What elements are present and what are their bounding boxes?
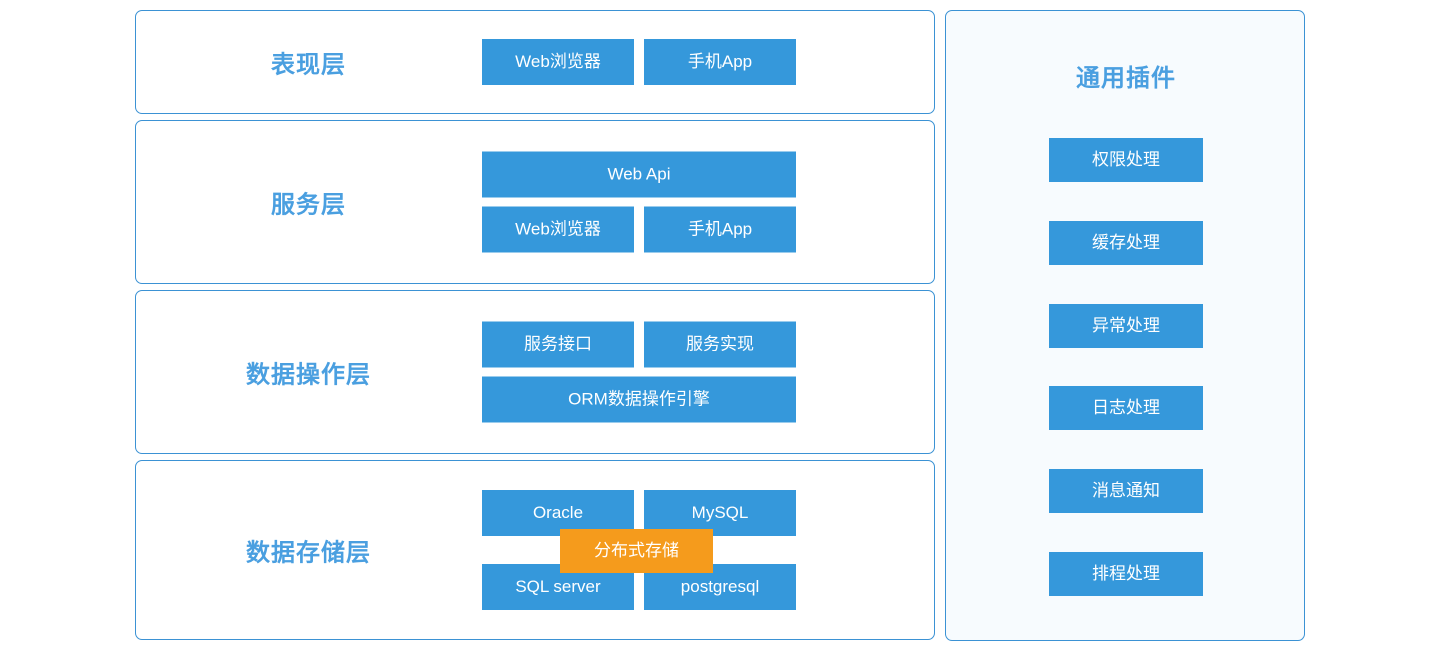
component-box[interactable]: Web浏览器	[482, 39, 634, 85]
distributed-storage-badge[interactable]: 分布式存储	[560, 529, 713, 573]
component-box[interactable]: 手机App	[644, 39, 796, 85]
layer-boxes: 服务接口 服务实现 ORM数据操作引擎	[482, 321, 807, 423]
component-box[interactable]: MySQL	[644, 490, 796, 536]
component-box[interactable]: 服务实现	[644, 321, 796, 368]
layer-presentation[interactable]: 表现层 Web浏览器 手机App	[135, 10, 935, 114]
layer-data-operation[interactable]: 数据操作层 服务接口 服务实现 ORM数据操作引擎	[135, 290, 935, 454]
plugin-item-log[interactable]: 日志处理	[1049, 386, 1203, 430]
box-row: Oracle MySQL	[482, 490, 807, 536]
component-box[interactable]: SQL server	[482, 564, 634, 610]
layer-boxes: Web浏览器 手机App	[482, 39, 807, 85]
plugin-item-message[interactable]: 消息通知	[1049, 469, 1203, 513]
plugin-item-schedule[interactable]: 排程处理	[1049, 552, 1203, 596]
component-box[interactable]: 服务接口	[482, 321, 634, 368]
plugin-panel: 通用插件 权限处理 缓存处理 异常处理 日志处理 消息通知 排程处理	[945, 10, 1305, 641]
layer-title: 服务层	[271, 191, 346, 219]
box-row: ORM数据操作引擎	[482, 376, 807, 423]
layer-title: 数据存储层	[246, 539, 371, 567]
plugin-item-exception[interactable]: 异常处理	[1049, 304, 1203, 348]
layer-title: 数据操作层	[246, 361, 371, 389]
box-row: Web Api	[482, 151, 807, 198]
plugin-item-cache[interactable]: 缓存处理	[1049, 221, 1203, 265]
component-box[interactable]: Oracle	[482, 490, 634, 536]
layer-boxes: Web Api Web浏览器 手机App	[482, 151, 807, 253]
box-row: Web浏览器 手机App	[482, 39, 807, 85]
layer-title: 表现层	[271, 51, 346, 79]
component-box[interactable]: Web Api	[482, 151, 796, 198]
box-row: SQL server postgresql	[482, 564, 807, 610]
box-row: 服务接口 服务实现	[482, 321, 807, 368]
layer-boxes: Oracle MySQL SQL server postgresql	[482, 490, 807, 610]
component-box[interactable]: 手机App	[644, 206, 796, 253]
component-box[interactable]: Web浏览器	[482, 206, 634, 253]
plugin-item-permission[interactable]: 权限处理	[1049, 138, 1203, 182]
component-box[interactable]: ORM数据操作引擎	[482, 376, 796, 423]
component-box[interactable]: postgresql	[644, 564, 796, 610]
layer-stack: 表现层 Web浏览器 手机App 服务层 Web Api Web浏览器 手机Ap…	[135, 10, 935, 640]
plugin-panel-title: 通用插件	[1076, 65, 1176, 92]
box-row: Web浏览器 手机App	[482, 206, 807, 253]
layer-service[interactable]: 服务层 Web Api Web浏览器 手机App	[135, 120, 935, 284]
layer-data-storage[interactable]: 数据存储层 Oracle MySQL SQL server postgresql…	[135, 460, 935, 640]
